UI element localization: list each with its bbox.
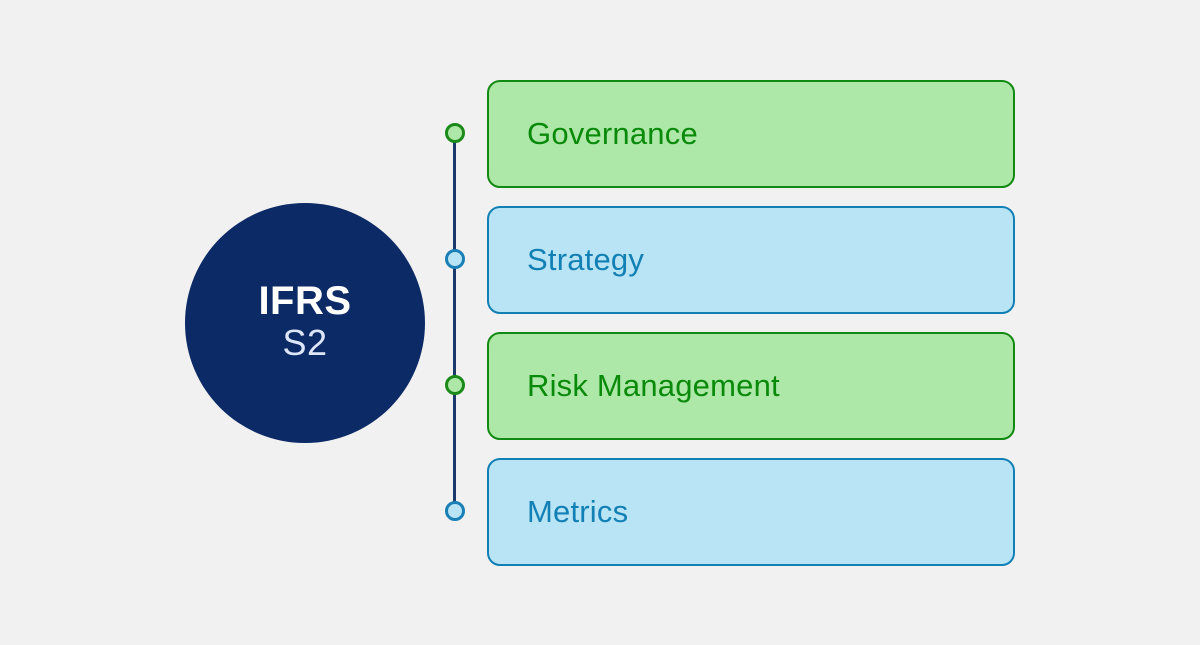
hub-title-secondary: S2 bbox=[282, 322, 328, 364]
pillar-box-governance[interactable]: Governance bbox=[487, 80, 1015, 188]
pillar-box-metrics[interactable]: Metrics bbox=[487, 458, 1015, 566]
pillar-label-strategy: Strategy bbox=[527, 242, 645, 277]
connector-dot-governance bbox=[445, 123, 465, 143]
pillar-label-governance: Governance bbox=[527, 116, 698, 151]
pillar-label-risk-management: Risk Management bbox=[527, 368, 780, 403]
pillar-label-metrics: Metrics bbox=[527, 494, 629, 529]
pillar-box-strategy[interactable]: Strategy bbox=[487, 206, 1015, 314]
hub-title-primary: IFRS bbox=[258, 279, 352, 324]
connector-dot-risk-management bbox=[445, 375, 465, 395]
connector-dot-metrics bbox=[445, 501, 465, 521]
hub-node-ifrs-s2[interactable]: IFRS S2 bbox=[185, 203, 425, 443]
pillar-box-risk-management[interactable]: Risk Management bbox=[487, 332, 1015, 440]
connector-dot-strategy bbox=[445, 249, 465, 269]
connector-rail-line bbox=[453, 133, 456, 511]
